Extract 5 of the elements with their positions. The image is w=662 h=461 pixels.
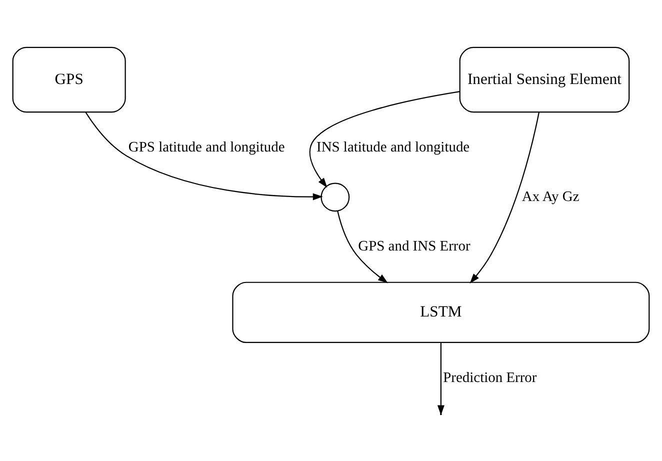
edge-label: INS latitude and longitude (316, 138, 470, 155)
edge-label: GPS latitude and longitude (128, 138, 285, 155)
edge-label: Prediction Error (443, 369, 537, 386)
edge-label: Ax Ay Gz (522, 188, 580, 204)
edge-label: GPS and INS Error (358, 238, 470, 254)
